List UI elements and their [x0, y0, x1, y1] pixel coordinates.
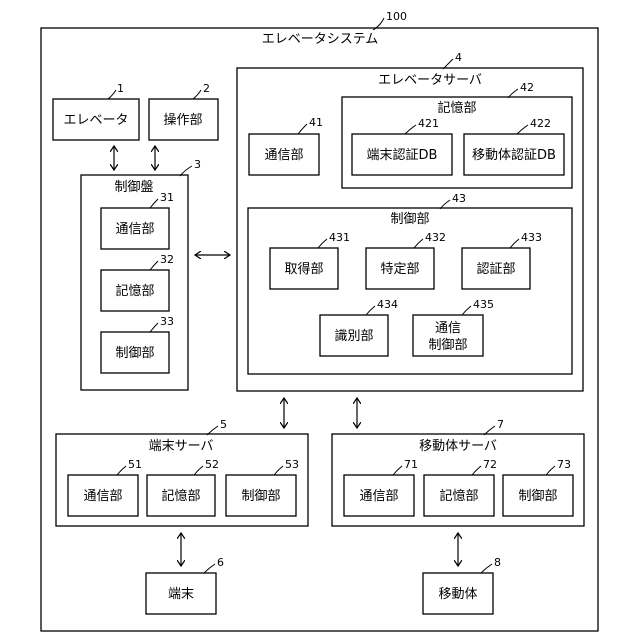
- elevator-server-ref: 4: [455, 51, 462, 64]
- mobile-server-comm-ref: 71: [404, 458, 418, 471]
- acquire-label: 取得部: [284, 261, 323, 277]
- server-control-title: 制御部: [390, 212, 429, 227]
- mobile-db-label: 移動体認証DB: [472, 147, 556, 163]
- server-storage-ref: 42: [520, 81, 534, 94]
- mobile-server-comm-label: 通信部: [359, 489, 398, 504]
- terminal: 端末 6: [146, 556, 224, 614]
- terminal-server-control-ref: 53: [285, 458, 299, 471]
- terminal-server-comm-label: 通信部: [83, 489, 122, 504]
- terminal-ref-leader: [204, 564, 215, 573]
- control-panel: 制御盤 3 通信部 31 記憶部 32 制御部 33: [81, 158, 201, 390]
- mobile: 移動体 8: [423, 556, 501, 614]
- mobile-label: 移動体: [438, 587, 477, 602]
- operation-unit-ref-leader: [193, 90, 201, 99]
- operation-unit: 操作部 2: [149, 82, 218, 140]
- panel-comm-ref: 31: [160, 191, 174, 204]
- terminal-db-label: 端末認証DB: [367, 147, 438, 163]
- elevator-ref-leader: [108, 90, 116, 99]
- mobile-ref: 8: [494, 556, 501, 569]
- auth-label: 認証部: [476, 261, 515, 277]
- terminal-server-storage-label: 記憶部: [161, 488, 200, 504]
- mobile-server-title: 移動体サーバ: [419, 439, 497, 454]
- panel-storage-ref: 32: [160, 253, 174, 266]
- terminal-server-storage-ref: 52: [205, 458, 219, 471]
- comm-ctrl-label-2: 制御部: [428, 338, 467, 353]
- mobile-server-control-ref: 73: [557, 458, 571, 471]
- panel-storage-label: 記憶部: [115, 283, 154, 299]
- terminal-server-title: 端末サーバ: [149, 439, 214, 454]
- auth-ref: 433: [521, 231, 542, 244]
- server-control-ref: 43: [452, 192, 466, 205]
- system-ref: 100: [386, 10, 407, 23]
- mobile-server-storage-ref: 72: [483, 458, 497, 471]
- system-title: エレベータシステム: [262, 32, 379, 47]
- control-panel-title: 制御盤: [114, 180, 153, 195]
- elevator-ref: 1: [117, 82, 124, 95]
- comm-ctrl-ref: 435: [473, 298, 494, 311]
- operation-unit-ref: 2: [203, 82, 210, 95]
- comm-ctrl-label-1: 通信: [435, 321, 461, 336]
- mobile-server-control-label: 制御部: [518, 489, 557, 504]
- control-panel-ref: 3: [194, 158, 201, 171]
- elevator-label: エレベータ: [63, 113, 128, 128]
- server-comm-label: 通信部: [264, 148, 303, 163]
- terminal-db-ref: 421: [418, 117, 439, 130]
- acquire-ref: 431: [329, 231, 350, 244]
- terminal-label: 端末: [168, 587, 194, 602]
- panel-control-ref: 33: [160, 315, 174, 328]
- terminal-server-control-label: 制御部: [241, 489, 280, 504]
- mobile-server: 移動体サーバ 7 通信部 71 記憶部 72 制御部 73: [332, 418, 584, 526]
- recognize-ref: 434: [377, 298, 398, 311]
- terminal-server-ref: 5: [220, 418, 227, 431]
- mobile-db-ref: 422: [530, 117, 551, 130]
- terminal-server: 端末サーバ 5 通信部 51 記憶部 52 制御部 53: [56, 418, 308, 526]
- operation-unit-label: 操作部: [163, 112, 202, 128]
- terminal-server-comm-ref: 51: [128, 458, 142, 471]
- elevator-server-title: エレベータサーバ: [378, 73, 482, 88]
- terminal-ref: 6: [217, 556, 224, 569]
- mobile-server-storage-label: 記憶部: [439, 488, 478, 504]
- elevator-server: エレベータサーバ 4 通信部 41 記憶部 42 端末認証DB 421 移動体認…: [237, 51, 583, 391]
- recognize-label: 識別部: [334, 329, 373, 344]
- identify-label: 特定部: [380, 262, 419, 277]
- mobile-server-ref: 7: [497, 418, 504, 431]
- server-comm-ref: 41: [309, 116, 323, 129]
- identify-ref: 432: [425, 231, 446, 244]
- panel-control-label: 制御部: [115, 346, 154, 361]
- mobile-ref-leader: [481, 564, 492, 573]
- elevator: エレベータ 1: [53, 82, 139, 140]
- panel-comm-label: 通信部: [115, 222, 154, 237]
- server-storage-title: 記憶部: [437, 100, 476, 116]
